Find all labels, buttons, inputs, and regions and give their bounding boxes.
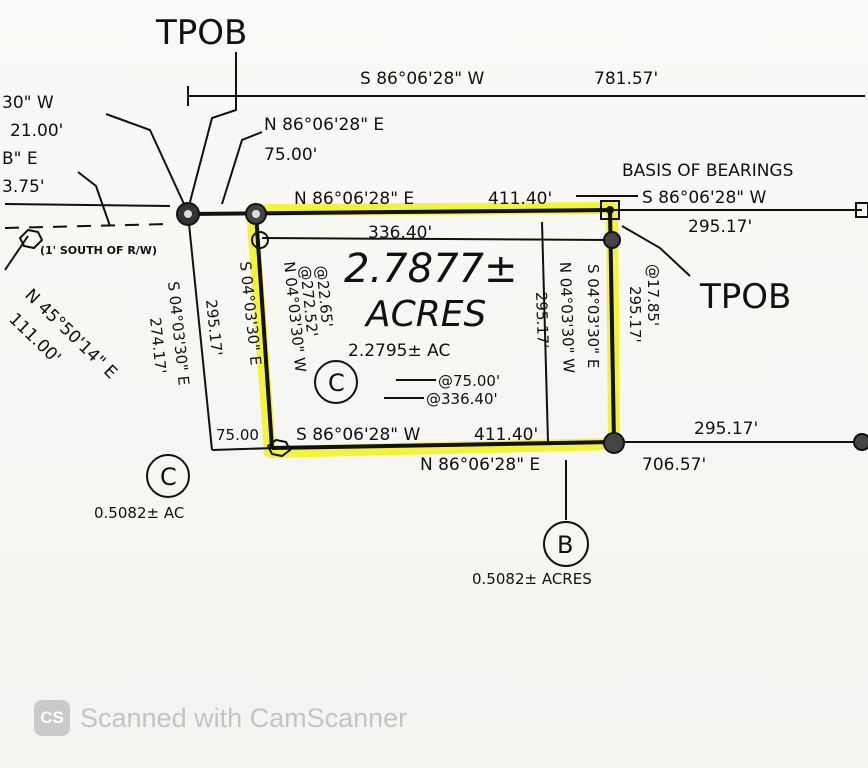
- tpob-leader-right: [621, 225, 691, 277]
- east-callout: @17.85': [644, 264, 662, 326]
- basis-of-bearings-distance: 295.17': [688, 217, 752, 237]
- monument-east-edge: [853, 202, 868, 451]
- east-boundary-line: [608, 209, 616, 445]
- south-line-bearing: S 86°06'28" W: [296, 425, 420, 445]
- tract-c-small-circle: C: [146, 454, 190, 498]
- south-lower-bearing: N 86°06'28" E: [420, 455, 540, 475]
- tract-b-letter: B: [557, 531, 573, 559]
- left-partial-leader-2: [77, 171, 111, 227]
- monument-southwest-hex: [266, 438, 292, 458]
- segment-75-bearing: N 86°06'28" E: [264, 115, 384, 135]
- tract-b-circle: B: [543, 521, 589, 567]
- tpob-label-right: TPOB: [699, 277, 791, 317]
- tract-b-area: 0.5082± ACRES: [472, 570, 592, 588]
- right-of-way-line: [4, 223, 171, 229]
- segment-75-distance: 75.00': [264, 145, 317, 165]
- east-inner-distance: 295.17': [532, 292, 552, 349]
- tract-c-letter-circle: C: [314, 360, 358, 404]
- monument-northwest: [245, 203, 267, 225]
- left-partial-leader: [105, 113, 185, 205]
- camscanner-watermark: CS Scanned with CamScanner: [34, 700, 407, 736]
- diagonal-boundary-line: [4, 235, 29, 271]
- upper-row-line: [4, 203, 171, 207]
- tract-c-small-area: 0.5082± AC: [94, 504, 184, 522]
- monument-east-inner: [603, 231, 621, 249]
- top-line-distance: 781.57': [594, 69, 658, 89]
- tpob-label-top: TPOB: [155, 13, 247, 53]
- monument-tpob-west: [176, 202, 200, 226]
- west-outer-line: [187, 213, 213, 451]
- south-boundary-line: [271, 440, 615, 450]
- callout-336: @336.40': [426, 390, 498, 408]
- east-distance: 295.17': [626, 286, 644, 343]
- south-lower-distance: 706.57': [642, 455, 706, 475]
- top-line-bearing: S 86°06'28" W: [360, 69, 484, 89]
- south-right-distance: 295.17': [694, 419, 758, 439]
- east-inner-bearing: N 04°03'30" W: [556, 262, 578, 374]
- south-left-distance: 75.00: [216, 426, 259, 444]
- tpob-leader-top: [189, 52, 237, 203]
- inner-north-line: [261, 237, 611, 241]
- north-line-inner-distance: 336.40': [368, 223, 432, 243]
- monument-left-hex: [18, 228, 44, 250]
- left-bearing-partial-2: B" E: [2, 149, 38, 169]
- callout-75: @75.00': [438, 372, 500, 390]
- west-outer-distance: 274.17': [146, 317, 170, 375]
- south-offset-line: [211, 447, 277, 451]
- camscanner-text: Scanned with CamScanner: [80, 702, 408, 733]
- tract-c-net-acres: 2.2795± AC: [348, 341, 450, 361]
- monument-northeast-square: [600, 200, 620, 220]
- north-line-bearing: N 86°06'28" E: [294, 189, 414, 209]
- south-of-rw-note: (1' SOUTH OF R/W): [40, 244, 157, 257]
- camscanner-logo: CS: [34, 700, 70, 736]
- north-line-distance: 411.40': [488, 189, 552, 209]
- tract-c-letter: C: [328, 369, 345, 397]
- tract-c-total-acres: 2.7877±: [344, 246, 517, 292]
- segment-75-leader: [221, 131, 263, 205]
- left-distance-partial-2: 3.75': [2, 177, 45, 197]
- left-bearing-partial: 30" W: [2, 93, 54, 113]
- east-bearing: S 04°03'30" E: [584, 264, 602, 368]
- monument-southeast: [603, 432, 625, 454]
- basis-of-bearings-title: BASIS OF BEARINGS: [622, 161, 793, 181]
- tract-c-acres-word: ACRES: [364, 294, 486, 335]
- monument-inner-west: [251, 231, 269, 249]
- west-mid-distance: 295.17': [202, 299, 226, 357]
- left-distance-partial: 21.00': [10, 121, 63, 141]
- west-inner-line: [254, 213, 274, 449]
- basis-of-bearings-bearing: S 86°06'28" W: [642, 188, 766, 208]
- south-line-distance: 411.40': [474, 425, 538, 445]
- tract-c-small-letter: C: [160, 463, 177, 491]
- east-inner-line: [541, 221, 549, 443]
